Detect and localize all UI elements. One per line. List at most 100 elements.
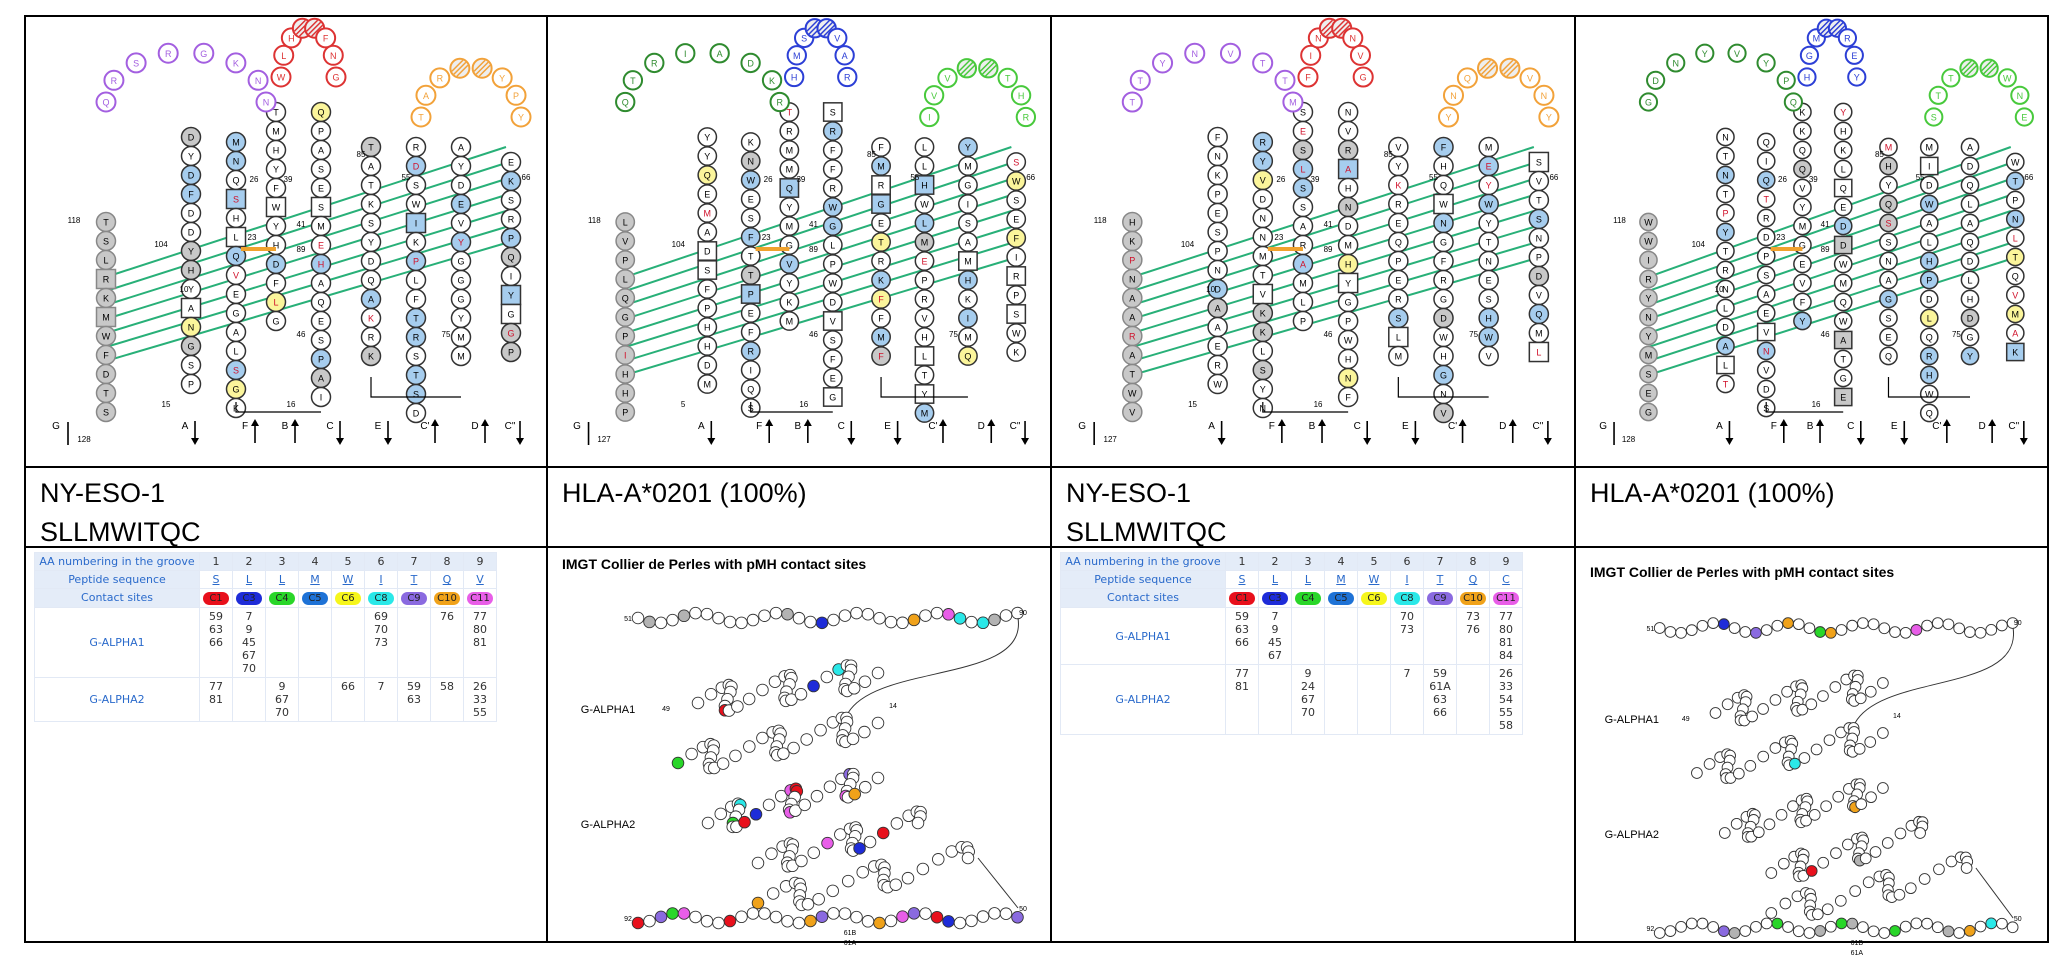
peptide-residue[interactable]: I: [1405, 573, 1409, 586]
loop-residue: [2010, 85, 2030, 105]
residue-number: 16: [287, 400, 296, 409]
residue-letter: K: [965, 295, 971, 305]
imgt-residue: [1824, 920, 1837, 933]
peptide-residue[interactable]: C: [1502, 573, 1510, 586]
table-cell: 7 9 45 67 70: [232, 607, 266, 678]
loop-residue: [834, 45, 855, 66]
residue-letter: G: [1345, 298, 1352, 308]
imgt-residue: [858, 725, 871, 739]
residue-letter: T: [1486, 238, 1492, 248]
imgt-number: 51: [624, 616, 632, 623]
table-cell: 5: [331, 552, 365, 571]
residue-letter: I: [1015, 253, 1018, 263]
loop-residue-letter: R: [776, 98, 783, 108]
peptide-residue[interactable]: Q: [1468, 573, 1478, 586]
imgt-alpha1-label: G-ALPHA1: [581, 704, 635, 716]
residue: [1833, 121, 1853, 141]
peptide-residue[interactable]: M: [1336, 573, 1346, 586]
residue: [1919, 384, 1939, 404]
imgt-residue: [1011, 911, 1024, 924]
residue-number: 104: [1692, 240, 1706, 249]
peptide-residue[interactable]: M: [310, 573, 320, 586]
peptide-residue[interactable]: S: [1238, 573, 1246, 586]
peptide-residue[interactable]: L: [245, 573, 253, 586]
residue-number: 118: [1094, 216, 1107, 225]
residue-letter: E: [748, 309, 754, 319]
imgt-residue: [1789, 757, 1801, 770]
contact-line: [1132, 258, 1535, 376]
imgt-residue: [1849, 885, 1862, 897]
residue-letter: L: [623, 218, 628, 228]
contact-site-badge: C5: [1328, 592, 1354, 605]
residue-letter: Y: [1885, 181, 1891, 191]
contact-line: [1132, 242, 1535, 362]
residue-letter: N: [1722, 285, 1729, 295]
residue-number: 41: [1821, 220, 1830, 229]
imgt-residue: [1862, 876, 1875, 889]
loop-residue-letter: G: [1645, 98, 1652, 108]
peptide-residue[interactable]: L: [1271, 573, 1279, 586]
peptide-residue[interactable]: T: [410, 573, 418, 586]
residue-letter: T: [787, 108, 793, 118]
residue-letter: I: [1647, 256, 1650, 266]
residue-letter: Q: [622, 294, 629, 304]
contact-site-badge: C8: [1394, 592, 1420, 605]
strand-label: D: [1499, 421, 1506, 432]
residue: [1337, 386, 1359, 408]
peptide-residue[interactable]: V: [476, 573, 484, 586]
loop-residue-letter: Q: [1790, 98, 1797, 108]
peptide-residue[interactable]: L: [278, 573, 286, 586]
imgt-residue: [1787, 800, 1799, 812]
imgt-residue: [654, 616, 668, 630]
peptide-residue[interactable]: I: [379, 573, 383, 586]
imgt-residue: [742, 692, 756, 706]
imgt-residue: [1696, 917, 1709, 930]
imgt-residue: [785, 693, 798, 706]
table-cell: C8: [1390, 588, 1424, 608]
residue-letter: R: [508, 215, 515, 225]
residue-letter: D: [413, 409, 420, 419]
residue-letter: R: [413, 333, 420, 343]
table-cell: AA numbering in the groove: [1060, 552, 1226, 571]
table-cell: [1423, 607, 1457, 665]
peptide-residue[interactable]: Q: [442, 573, 452, 586]
imgt-residue: [1914, 827, 1926, 839]
strand-label: C': [928, 421, 937, 432]
imgt-residue: [861, 607, 875, 621]
loop-residue-letter: W: [277, 73, 286, 83]
imgt-residue: [1899, 920, 1912, 933]
table-cell: [397, 607, 431, 678]
residue: [2005, 304, 2025, 324]
residue-letter: V: [2012, 291, 2018, 301]
residue-letter: L: [1927, 314, 1932, 324]
peptide-residue[interactable]: W: [342, 573, 354, 586]
peptide-residue[interactable]: W: [1368, 573, 1380, 586]
imgt-residue: [807, 679, 820, 693]
imgt-number: 61A: [844, 940, 857, 947]
peptide-residue[interactable]: S: [212, 573, 220, 586]
residue-letter: S: [1763, 271, 1769, 281]
connector: [370, 377, 461, 398]
residue-letter: Y: [1799, 203, 1805, 213]
residue-letter: E: [1395, 219, 1401, 229]
residue: [1639, 307, 1658, 327]
loop-residue-letter: H: [288, 33, 295, 43]
residue: [1919, 327, 1939, 347]
imgt-residue: [848, 787, 861, 801]
peptide-residue[interactable]: T: [1436, 573, 1444, 586]
imgt-residue: [1857, 617, 1869, 629]
residue-number: 26: [1276, 175, 1285, 184]
imgt-residue: [999, 609, 1013, 622]
contact-positions: 7 9 45 67: [1268, 610, 1282, 662]
hatch: [979, 59, 997, 77]
residue-number: 15: [162, 400, 171, 409]
strand-arrowhead: [1458, 419, 1467, 426]
imgt-residue: [1739, 925, 1752, 937]
collier-diagram-1: TSLRKMWFDTSDYDFDDYHYANGSPMNQSHLQVEGALSGK…: [52, 17, 532, 445]
residue-letter: Q: [367, 276, 374, 286]
residue-letter: Y: [1345, 279, 1351, 289]
loop-residue: [827, 27, 848, 49]
residue-letter: D: [103, 370, 110, 380]
peptide-residue[interactable]: L: [1304, 573, 1312, 586]
residue-letter: N: [1722, 171, 1729, 181]
